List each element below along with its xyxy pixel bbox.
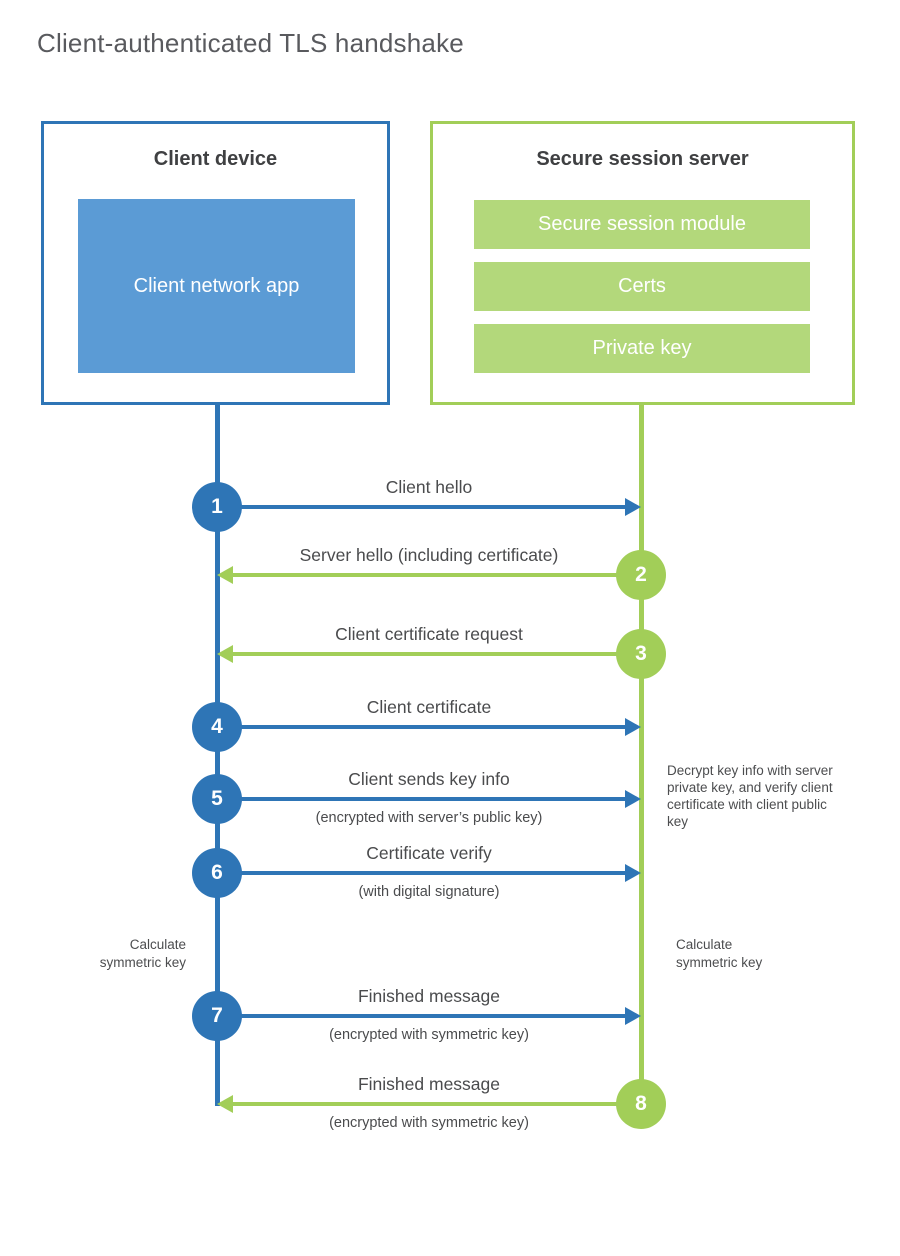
message-arrow-2 [233, 573, 641, 577]
certs-bar: Certs [474, 262, 810, 311]
message-label-5: Client sends key info [348, 769, 510, 789]
message-label-4: Client certificate [366, 697, 492, 717]
client-device-box: Client device Client network app [41, 121, 390, 405]
step-circle-8: 8 [616, 1079, 666, 1129]
step-circle-3: 3 [616, 629, 666, 679]
arrow-right-icon [625, 790, 641, 808]
secure-session-module-bar: Secure session module [474, 200, 810, 249]
arrow-right-icon [625, 718, 641, 736]
message-sublabel-5: (encrypted with server’s public key) [315, 810, 543, 826]
message-arrow-7 [217, 1014, 625, 1018]
secure-session-server-box: Secure session server Secure session mod… [430, 121, 855, 405]
message-label-7: Finished message [357, 986, 501, 1006]
step-number: 3 [635, 642, 647, 665]
step-number: 4 [211, 715, 223, 738]
step-circle-2: 2 [616, 550, 666, 600]
message-arrow-8 [233, 1102, 641, 1106]
calculate-symmetric-key-right: Calculate symmetric key [676, 937, 763, 970]
message-label-2: Server hello (including certificate) [299, 545, 559, 565]
arrow-left-icon [217, 566, 233, 584]
step-number: 2 [635, 563, 647, 586]
server-lifeline [639, 405, 644, 1106]
message-label-6: Certificate verify [366, 843, 492, 863]
message-sublabel-6: (with digital signature) [358, 884, 500, 900]
page-title: Client-authenticated TLS handshake [37, 28, 464, 58]
message-arrow-3 [233, 652, 641, 656]
arrow-right-icon [625, 864, 641, 882]
arrow-right-icon [625, 1007, 641, 1025]
step-circle-5: 5 [192, 774, 242, 824]
message-arrow-1 [217, 505, 625, 509]
decrypt-note: Decrypt key info with server private key… [667, 763, 833, 829]
client-device-title: Client device [153, 148, 278, 170]
step-circle-7: 7 [192, 991, 242, 1041]
client-lifeline [215, 405, 220, 1106]
step-number: 8 [635, 1092, 647, 1115]
step-circle-6: 6 [192, 848, 242, 898]
arrow-right-icon [625, 498, 641, 516]
message-sublabel-8: (encrypted with symmetric key) [329, 1115, 529, 1131]
arrow-left-icon [217, 1095, 233, 1113]
client-network-app-label: Client network app [133, 275, 300, 297]
message-sublabel-7: (encrypted with symmetric key) [329, 1027, 529, 1043]
message-label-8: Finished message [357, 1074, 501, 1094]
client-network-app-box: Client network app [78, 199, 355, 373]
step-number: 5 [211, 787, 223, 810]
step-number: 1 [211, 495, 223, 518]
step-number: 7 [211, 1004, 223, 1027]
step-circle-1: 1 [192, 482, 242, 532]
private-key-bar: Private key [474, 324, 810, 373]
step-number: 6 [211, 861, 223, 884]
message-label-3: Client certificate request [335, 624, 523, 644]
message-arrow-5 [217, 797, 625, 801]
message-label-1: Client hello [385, 477, 473, 497]
calculate-symmetric-key-left: Calculate symmetric key [99, 937, 186, 970]
message-arrow-6 [217, 871, 625, 875]
secure-session-server-title: Secure session server [536, 148, 749, 170]
arrow-left-icon [217, 645, 233, 663]
step-circle-4: 4 [192, 702, 242, 752]
message-arrow-4 [217, 725, 625, 729]
